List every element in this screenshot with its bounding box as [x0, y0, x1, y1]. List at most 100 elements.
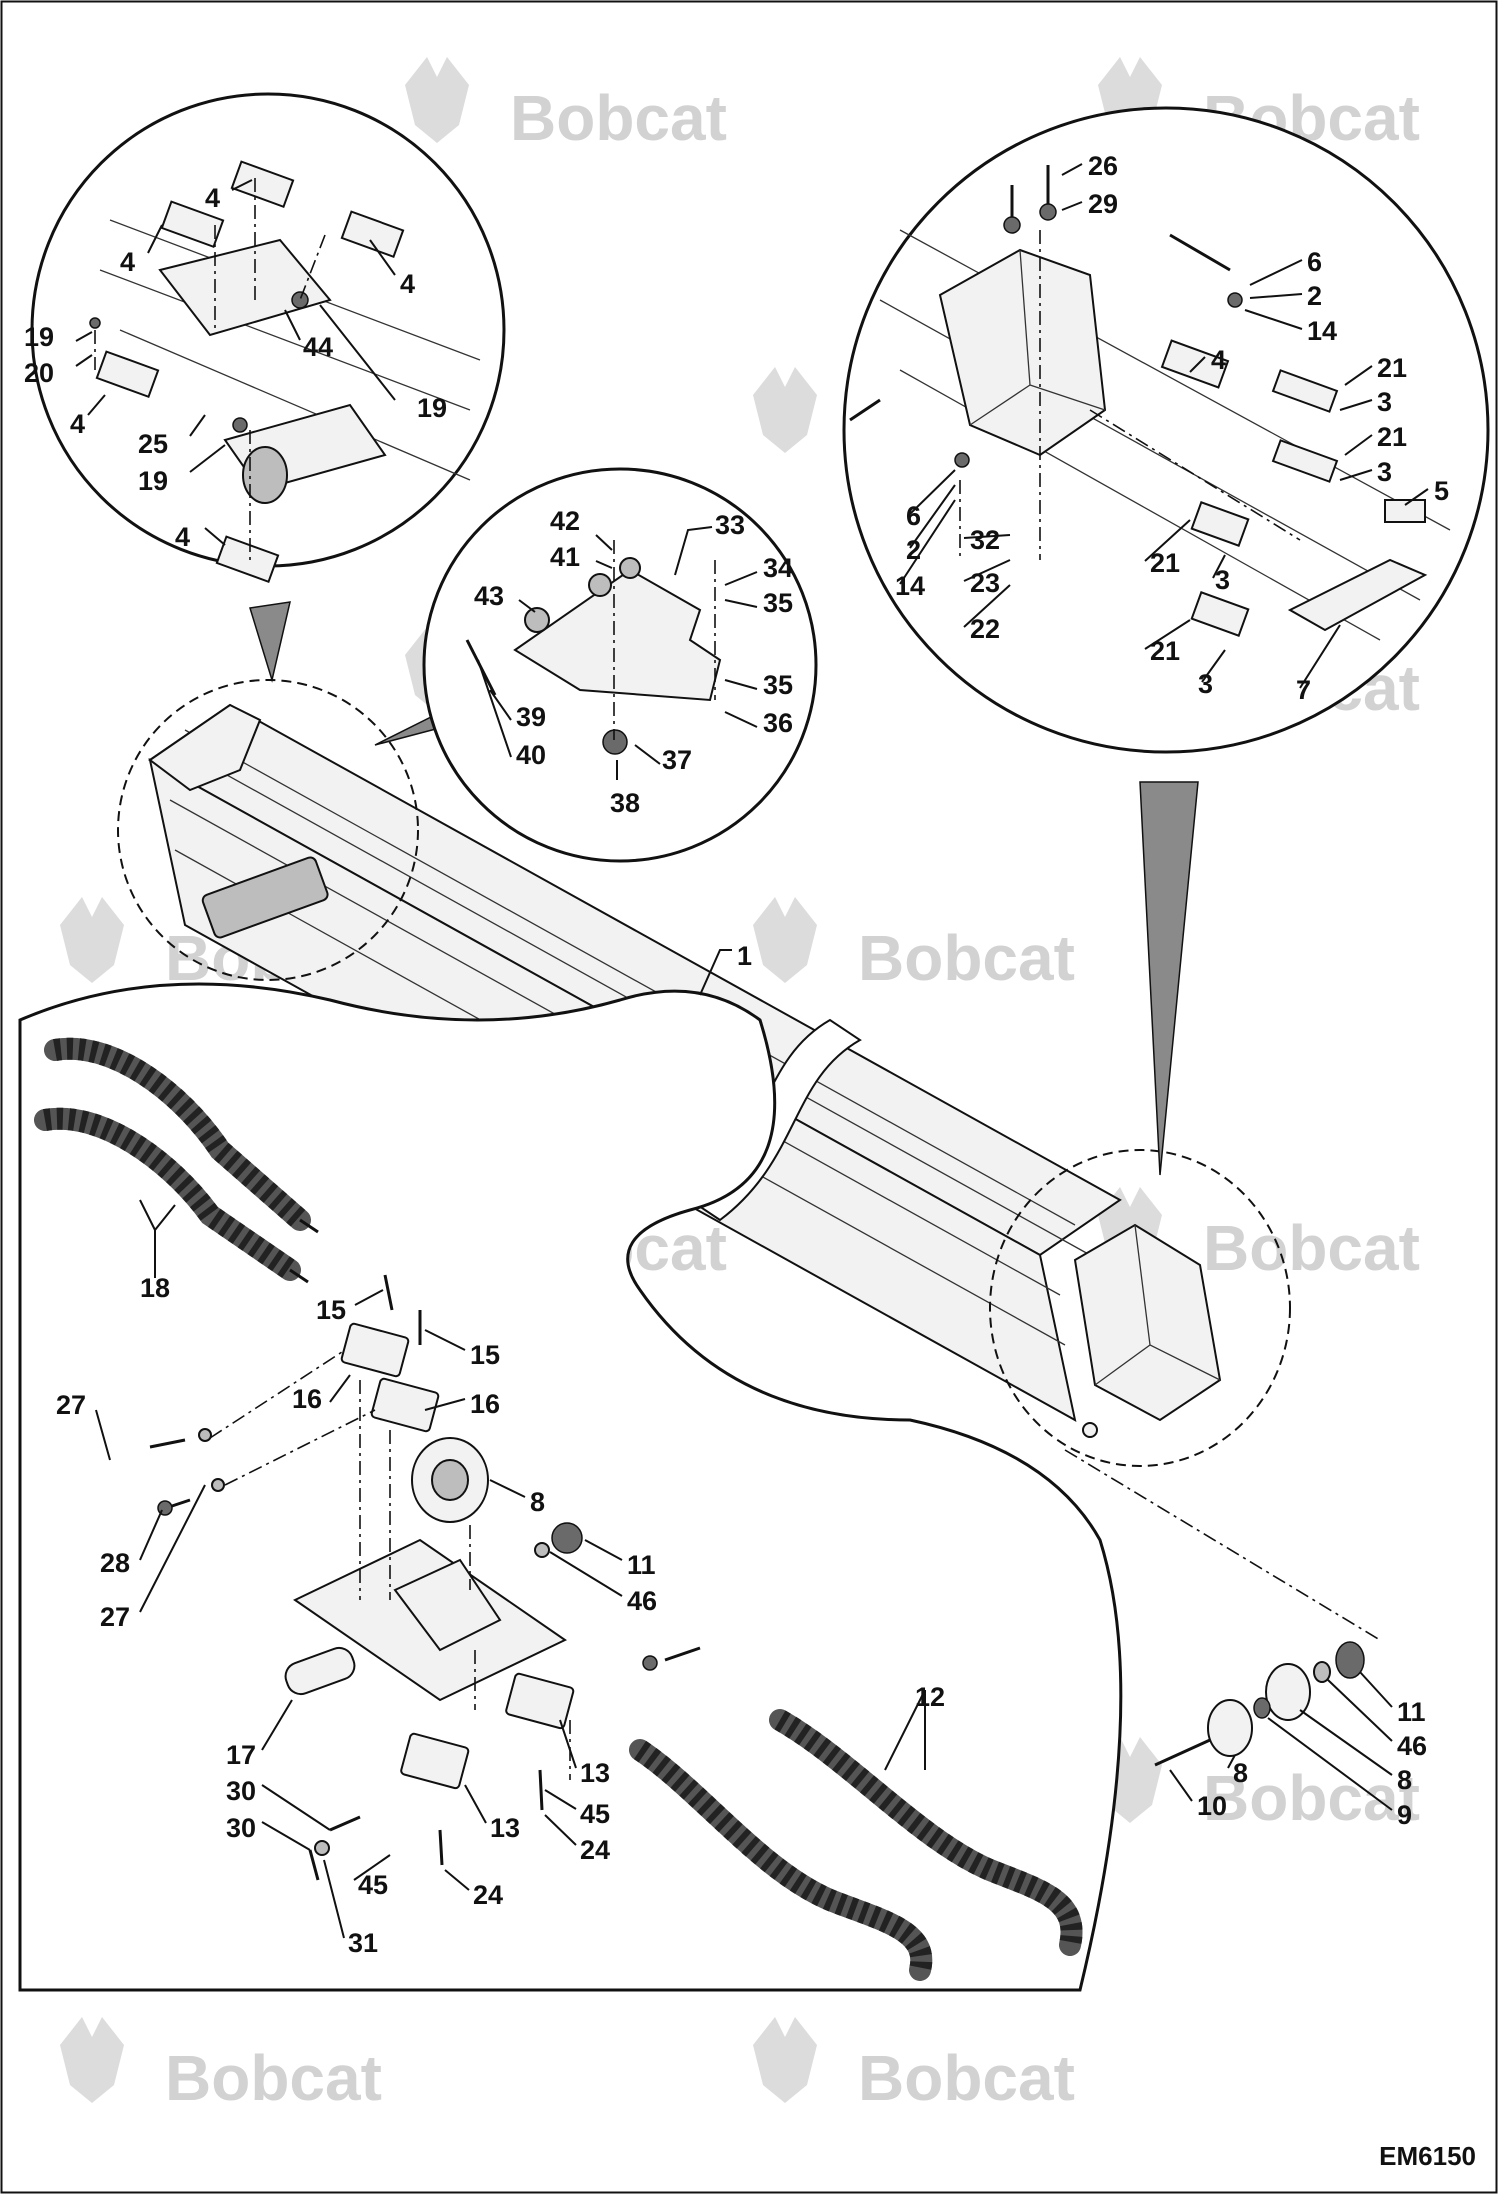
roller-8-hub: [431, 1459, 469, 1501]
callout-c-32: 32: [970, 525, 1000, 555]
callout-c-27a: 27: [56, 1390, 86, 1420]
magnifier-pointer: [1139, 781, 1199, 1176]
washer-43: [524, 607, 550, 633]
callout-leader-boom: [699, 949, 732, 996]
nut-11: [551, 1522, 583, 1554]
nut: [954, 452, 970, 468]
callout-c-45a: 45: [580, 1799, 610, 1829]
pad-part: [1160, 339, 1230, 389]
detail-magnifier-top-right: [842, 106, 1490, 1176]
washer-27: [198, 1428, 212, 1442]
bolt-head: [89, 317, 101, 329]
shaft-10: [1154, 1738, 1211, 1767]
callout-c-33: 33: [715, 510, 745, 540]
pad-part: [1271, 369, 1339, 413]
callout-c-4f: 4: [1211, 345, 1226, 375]
chain-block-13a: [505, 1672, 575, 1730]
callout-c-16a: 16: [292, 1384, 322, 1414]
callout-c-3c: 3: [1215, 565, 1230, 595]
chain-block-16b: [370, 1377, 440, 1433]
callout-c-2b: 2: [906, 535, 921, 565]
callout-c-38: 38: [610, 788, 640, 818]
callout-c-39: 39: [516, 702, 546, 732]
assembly-center-lines: [94, 178, 326, 560]
fastener: [291, 291, 309, 309]
callout-c-4e: 4: [175, 522, 190, 552]
roller-8-left: [1207, 1699, 1253, 1757]
callout-c-4c: 4: [400, 269, 415, 299]
pad-5: [1384, 499, 1426, 523]
callout-c-9: 9: [1397, 1800, 1412, 1830]
pad-part: [340, 210, 405, 259]
washer-46: [1313, 1661, 1331, 1683]
callout-c-21d: 21: [1150, 636, 1180, 666]
callout-c-3a: 3: [1377, 387, 1392, 417]
callout-leaders: [477, 526, 758, 780]
callout-c-28: 28: [100, 1548, 130, 1578]
watermark: Bobcat: [405, 57, 727, 154]
exploded-panel-lower: [18, 982, 1123, 1992]
callout-c-4a: 4: [205, 183, 220, 213]
callout-c-30b: 30: [226, 1813, 256, 1843]
washer: [1039, 203, 1057, 221]
callout-c-19a: 19: [24, 322, 54, 352]
chain-end-rods: [289, 1218, 319, 1284]
callout-c-17: 17: [226, 1740, 256, 1770]
roller-wheel: [242, 446, 288, 504]
bolt-30: [308, 1815, 361, 1881]
callout-c-16b: 16: [470, 1389, 500, 1419]
callout-c-7: 7: [1296, 675, 1311, 705]
detail-ring-boom-head: [117, 679, 419, 981]
callout-c-8b: 8: [1233, 1758, 1248, 1788]
washer: [1003, 216, 1021, 234]
pin-17: [284, 1646, 356, 1696]
watermark: Bobcat: [753, 897, 1075, 994]
callout-c-5: 5: [1434, 476, 1449, 506]
plate-7: [1287, 558, 1428, 632]
callout-c-15b: 15: [470, 1340, 500, 1370]
watermark-text: Bobcat: [858, 2042, 1075, 2114]
watermark-text: Bobcat: [1203, 1762, 1420, 1834]
callout-c-6b: 6: [906, 501, 921, 531]
watermark-text: Bobcat: [1203, 1212, 1420, 1284]
callout-c-21a: 21: [1377, 353, 1407, 383]
assembly-center-lines: [959, 230, 1301, 560]
magnifier-pointer: [249, 601, 291, 683]
callout-c-21c: 21: [1150, 548, 1180, 578]
watermark-text: Bobcat: [510, 82, 727, 154]
callout-c-46a: 46: [627, 1586, 657, 1616]
bolt-shanks: [849, 165, 1231, 422]
figure-code: EM6150: [1379, 2141, 1476, 2171]
bolt-24: [438, 1769, 544, 1866]
callout-c-11a: 11: [627, 1550, 656, 1580]
pad-part: [230, 160, 295, 209]
pad-part: [95, 350, 160, 399]
callout-c-19c: 19: [138, 466, 168, 496]
watermark: Bobcat: [753, 2017, 1075, 2114]
callout-c-42: 42: [550, 506, 580, 536]
washer: [619, 557, 641, 579]
callout-c-2a: 2: [1307, 281, 1322, 311]
nut-11: [1335, 1641, 1365, 1679]
callout-leaders: [1169, 1671, 1393, 1811]
callout-c-45b: 45: [358, 1870, 388, 1900]
callout-c-35a: 35: [763, 588, 793, 618]
boom-tail-pin-hole: [1082, 1422, 1098, 1438]
detail-ring-boom-tail: [989, 1149, 1291, 1467]
pad-part: [1271, 439, 1339, 483]
callout-c-3b: 3: [1377, 457, 1392, 487]
idler-center-line: [1064, 1449, 1381, 1641]
washer-28: [211, 1478, 225, 1492]
callout-c-43: 43: [474, 581, 504, 611]
watermark: Bobcat: [60, 2017, 382, 2114]
callout-c-27b: 27: [100, 1602, 130, 1632]
callout-c-11b: 11: [1397, 1697, 1426, 1727]
nut: [642, 1655, 658, 1671]
bushing: [232, 417, 248, 433]
assembly-center-lines: [613, 540, 716, 740]
bolt-15: [383, 1274, 422, 1345]
bracket-plate: [158, 238, 332, 337]
callout-c-23: 23: [970, 568, 1000, 598]
cover-plate: [513, 568, 722, 702]
